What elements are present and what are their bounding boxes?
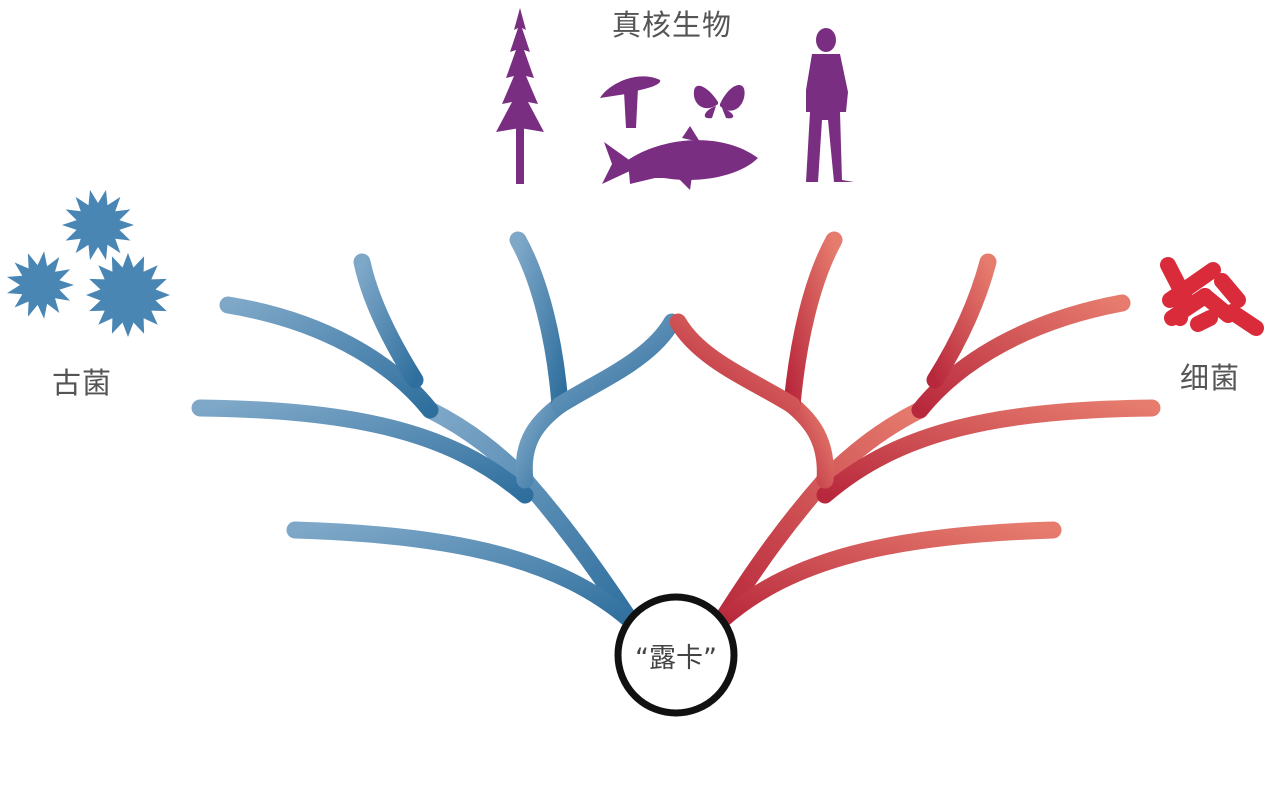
luca-label: “露卡”	[635, 643, 717, 674]
archaea-label: 古菌	[52, 366, 113, 400]
spiky-cell-body	[20, 265, 60, 305]
tree-icon	[496, 8, 544, 184]
butterfly-icon	[693, 85, 745, 119]
eukaryotes-label: 真核生物	[612, 8, 733, 42]
spiky-cell-icon	[7, 189, 170, 337]
luca-circle	[614, 593, 738, 717]
fish-icon	[602, 126, 758, 190]
rod-bacteria-icon	[1160, 257, 1264, 336]
human-icon	[806, 28, 854, 182]
bacteria-branches	[669, 231, 1161, 629]
mushroom-icon	[600, 76, 661, 128]
archaea-branches	[191, 231, 681, 629]
spiky-cell-body	[100, 267, 156, 323]
bacteria-label: 细菌	[1180, 361, 1241, 395]
spiky-cell-body	[76, 203, 120, 247]
